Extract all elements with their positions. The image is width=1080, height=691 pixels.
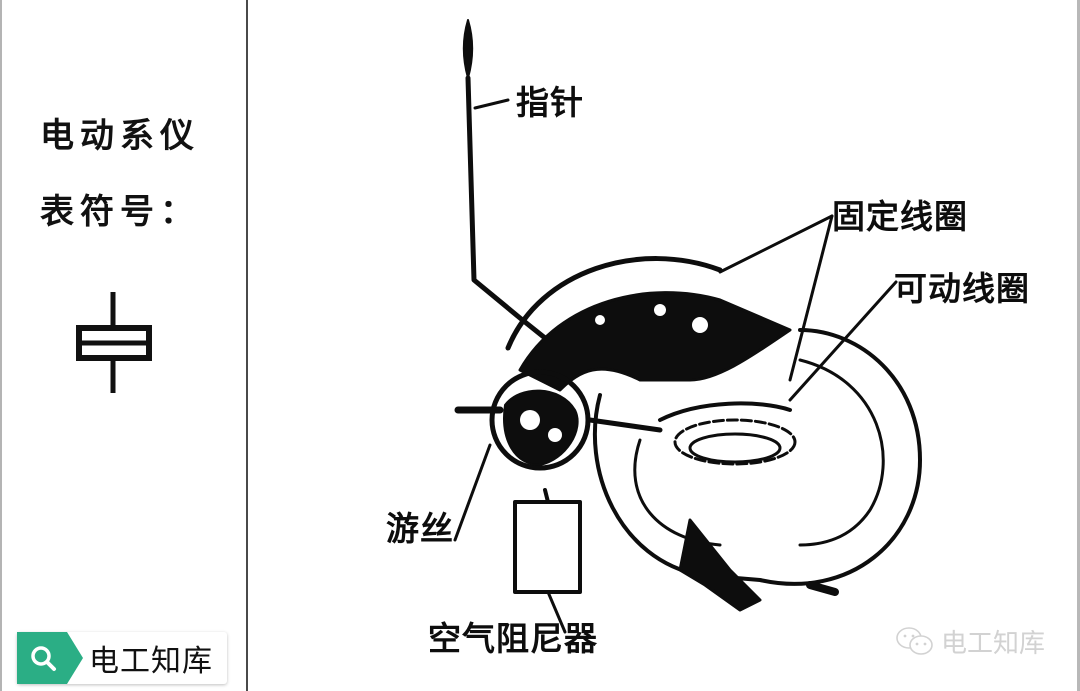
left-border xyxy=(0,0,2,691)
symbol-title-line2: 表符号： xyxy=(40,192,200,232)
electrodynamic-meter-symbol-icon xyxy=(76,292,152,393)
wechat-icon xyxy=(896,626,933,655)
label-pointer: 指针 xyxy=(516,83,584,122)
label-fixed-coil: 固定线圈 xyxy=(832,197,968,236)
electrodynamic-instrument-diagram xyxy=(453,19,922,634)
wechat-watermark: 电工知库 xyxy=(895,623,1045,660)
label-moving-coil: 可动线圈 xyxy=(894,269,1030,308)
search-badge-text: 电工知库 xyxy=(89,644,213,679)
label-air-damper: 空气阻尼器 xyxy=(428,619,598,658)
watermark-text: 电工知库 xyxy=(941,629,1046,659)
label-hairspring: 游丝 xyxy=(386,509,454,548)
right-border xyxy=(1077,0,1080,691)
search-badge[interactable]: 电工知库 xyxy=(17,632,227,684)
panel-divider xyxy=(246,0,248,691)
symbol-title-line1: 电动系仪 xyxy=(40,116,200,156)
search-icon xyxy=(17,632,83,684)
